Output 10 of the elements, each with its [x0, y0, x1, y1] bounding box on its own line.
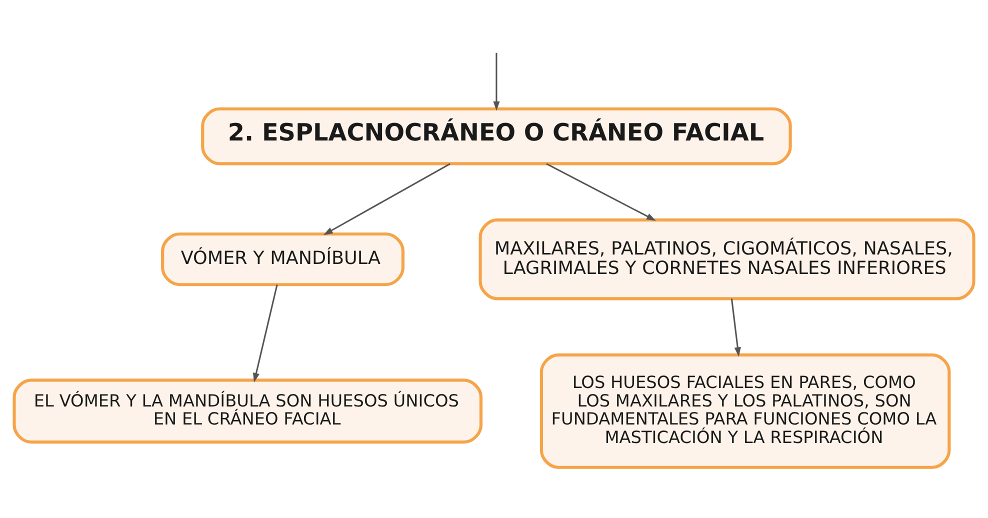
- node-box: VÓMER Y MANDÍBULA: [161, 232, 405, 286]
- node-box: LOS HUESOS FACIALES EN PARES, COMO LOS MAXILARES Y LOS PALATINOS, SON FUNDAMENTALES PARA FUNCIONES COMO LA MASTICACIÓN Y LA RESPIRACIÓN: [540, 352, 951, 468]
- node-box: EL VÓMER Y LA MANDÍBULA SON HUESOS ÚNICOS EN EL CRÁNEO FACIAL: [12, 378, 483, 444]
- arrow: [323, 162, 450, 235]
- arrow: [546, 162, 656, 220]
- arrow: [493, 52, 500, 110]
- arrow: [730, 298, 741, 356]
- node-box: MAXILARES, PALATINOS, CIGOMÁTICOS, NASALES, LAGRIMALES Y CORNETES NASALES INFERIORES: [478, 218, 976, 300]
- node-box: 2. ESPLACNOCRÁNEO O CRÁNEO FACIAL: [201, 106, 792, 165]
- arrow: [252, 284, 278, 382]
